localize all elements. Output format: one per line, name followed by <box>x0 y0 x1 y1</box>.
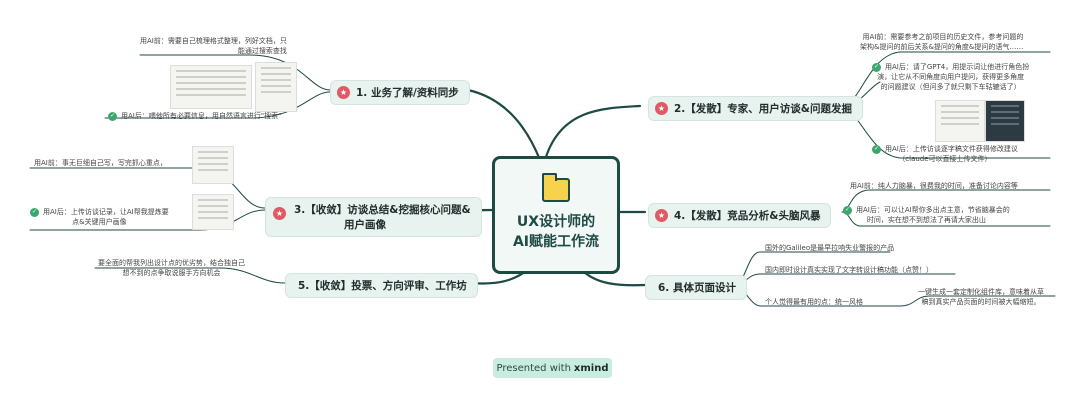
note-2b-line3: 的问题建议（但问多了就只剩下车轱辘话了） <box>880 83 1021 91</box>
note-6a: 国外的Galileo是最早拉响失业警报的产品 <box>765 243 894 253</box>
branch-2-label: 2.【发散】专家、用户访谈&问题发掘 <box>674 103 852 115</box>
star-badge-icon: ★ <box>655 209 668 222</box>
note-3b-line2: 点&关键用户画像 <box>72 218 127 226</box>
note-1a: 用AI前：需要自己梳理格式整理，列好文档，只 能通过搜索查找 <box>140 36 287 56</box>
note-4a: 用AI前：纯人力脑暴，很费我的时间，准备讨论内容等 <box>850 181 1018 191</box>
note-2a: 用AI前：需要参考之前项目的历史文件，参考问题的 架构&提问的前后关系&提问的角… <box>860 32 1023 52</box>
xmind-brand: xmind <box>573 362 609 374</box>
branch-4-label: 4.【发散】竞品分析&头脑风暴 <box>674 210 821 222</box>
note-3b-line1: 用AI后：上传访谈记录，让AI帮我提炼要 <box>43 208 169 216</box>
note-3a: 用AI前：事无巨细自己写，写完抓心重点， <box>34 158 167 168</box>
note-1a-line2: 能通过搜索查找 <box>237 47 287 55</box>
xmind-watermark: Presented with xmind <box>493 358 612 378</box>
note-6d-line2: 稿到真实产品页面的时间被大幅缩短。 <box>921 298 1041 306</box>
note-6a-text: 国外的Galileo是最早拉响失业警报的产品 <box>765 244 895 252</box>
note-4a-text: 用AI前：纯人力脑暴，很费我的时间，准备讨论内容等 <box>850 182 1018 190</box>
branch-3[interactable]: ★ 3.【收敛】访谈总结&挖掘核心问题& 用户画像 <box>265 197 482 237</box>
screenshot-thumbnail <box>985 100 1025 142</box>
note-2c-line1: 用AI后：上传访谈逐字稿文件获得修改建议 <box>885 145 1018 153</box>
screenshot-thumbnail <box>935 100 985 142</box>
note-3b: ✓ 用AI后：上传访谈记录，让AI帮我提炼要 点&关键用户画像 <box>30 207 169 227</box>
star-badge-icon: ★ <box>337 86 350 99</box>
note-1b: ✓ 用AI后：喂他所有必要信息，用自然语言进行"搜索" <box>108 111 281 121</box>
screenshot-thumbnail <box>192 194 234 230</box>
branch-6[interactable]: 6. 具体页面设计 <box>645 275 747 300</box>
note-2b-line2: 演，让它从不同角度向用户提问，获得更多角度 <box>877 73 1025 81</box>
presented-label: Presented with <box>496 362 571 374</box>
note-6d: 一键生成一套定制化组件库，意味着从草 稿到真实产品页面的时间被大幅缩短。 <box>918 287 1044 307</box>
check-icon: ✓ <box>108 111 117 121</box>
note-4b: ✓ 用AI后：可以让AI帮你多出点主意，节省脑暴会的 时间，实在想不到想法了再请大… <box>843 205 1010 225</box>
central-topic[interactable]: UX设计师的 AI赋能工作流 <box>492 156 620 274</box>
branch-3-label: 3.【收敛】访谈总结&挖掘核心问题& <box>294 204 471 216</box>
check-icon: ✓ <box>872 62 881 72</box>
check-icon: ✓ <box>30 207 39 217</box>
note-6b: 国内即时设计真实实现了文字转设计稿功能（点赞！） <box>765 265 933 275</box>
screenshot-thumbnail <box>192 146 234 184</box>
note-6c-text: 个人觉得最有用的点：统一风格 <box>765 298 863 306</box>
note-5a-line1: 要全面的帮我列出设计点的优劣势，结合独自己 <box>98 259 245 267</box>
note-5a: 要全面的帮我列出设计点的优劣势，结合独自己 想不到的点争取说服手方向机会 <box>98 258 245 278</box>
folder-icon <box>542 173 570 202</box>
star-badge-icon: ★ <box>273 207 286 220</box>
branch-3-label-line2: 用户画像 <box>344 219 386 231</box>
central-title-line2: AI赋能工作流 <box>512 234 600 250</box>
note-2c: ✓ 用AI后：上传访谈逐字稿文件获得修改建议 （claude可以直接上传文件） <box>872 144 1018 164</box>
note-2a-line2: 架构&提问的前后关系&提问的角度&提问的语气…… <box>860 43 1024 51</box>
branch-1-label: 1. 业务了解/资料同步 <box>356 87 459 99</box>
note-6d-line1: 一键生成一套定制化组件库，意味着从草 <box>918 288 1044 296</box>
note-2b-line1: 用AI后：请了GPT4，用提示词让他进行角色扮 <box>885 63 1030 71</box>
check-icon: ✓ <box>872 144 881 154</box>
branch-2[interactable]: ★ 2.【发散】专家、用户访谈&问题发掘 <box>648 96 863 121</box>
note-3a-text: 用AI前：事无巨细自己写，写完抓心重点， <box>34 159 167 167</box>
branch-1[interactable]: ★ 1. 业务了解/资料同步 <box>330 80 470 105</box>
note-2a-line1: 用AI前：需要参考之前项目的历史文件，参考问题的 <box>862 33 1024 41</box>
note-5a-line2: 想不到的点争取说服手方向机会 <box>122 269 221 277</box>
check-icon: ✓ <box>843 205 852 215</box>
note-6b-text: 国内即时设计真实实现了文字转设计稿功能（点赞！） <box>765 266 933 274</box>
branch-4[interactable]: ★ 4.【发散】竞品分析&头脑风暴 <box>648 203 832 228</box>
branch-5[interactable]: 5.【收敛】投票、方向评审、工作坊 <box>285 273 478 298</box>
note-6c: 个人觉得最有用的点：统一风格 <box>765 297 863 307</box>
note-2b: ✓ 用AI后：请了GPT4，用提示词让他进行角色扮 演，让它从不同角度向用户提问，… <box>872 62 1029 92</box>
note-1b-text: 用AI后：喂他所有必要信息，用自然语言进行"搜索" <box>121 112 282 120</box>
screenshot-thumbnail <box>255 62 297 112</box>
branch-5-label: 5.【收敛】投票、方向评审、工作坊 <box>298 280 467 292</box>
central-title-line1: UX设计师的 <box>516 214 596 230</box>
branch-6-label: 6. 具体页面设计 <box>658 282 736 294</box>
star-badge-icon: ★ <box>655 102 668 115</box>
screenshot-thumbnail <box>170 65 252 109</box>
note-4b-line1: 用AI后：可以让AI帮你多出点主意，节省脑暴会的 <box>856 206 1010 214</box>
note-2c-line2: （claude可以直接上传文件） <box>898 155 992 163</box>
note-1a-line1: 用AI前：需要自己梳理格式整理，列好文档，只 <box>140 37 287 45</box>
note-4b-line2: 时间，实在想不到想法了再请大家出山 <box>866 216 986 224</box>
